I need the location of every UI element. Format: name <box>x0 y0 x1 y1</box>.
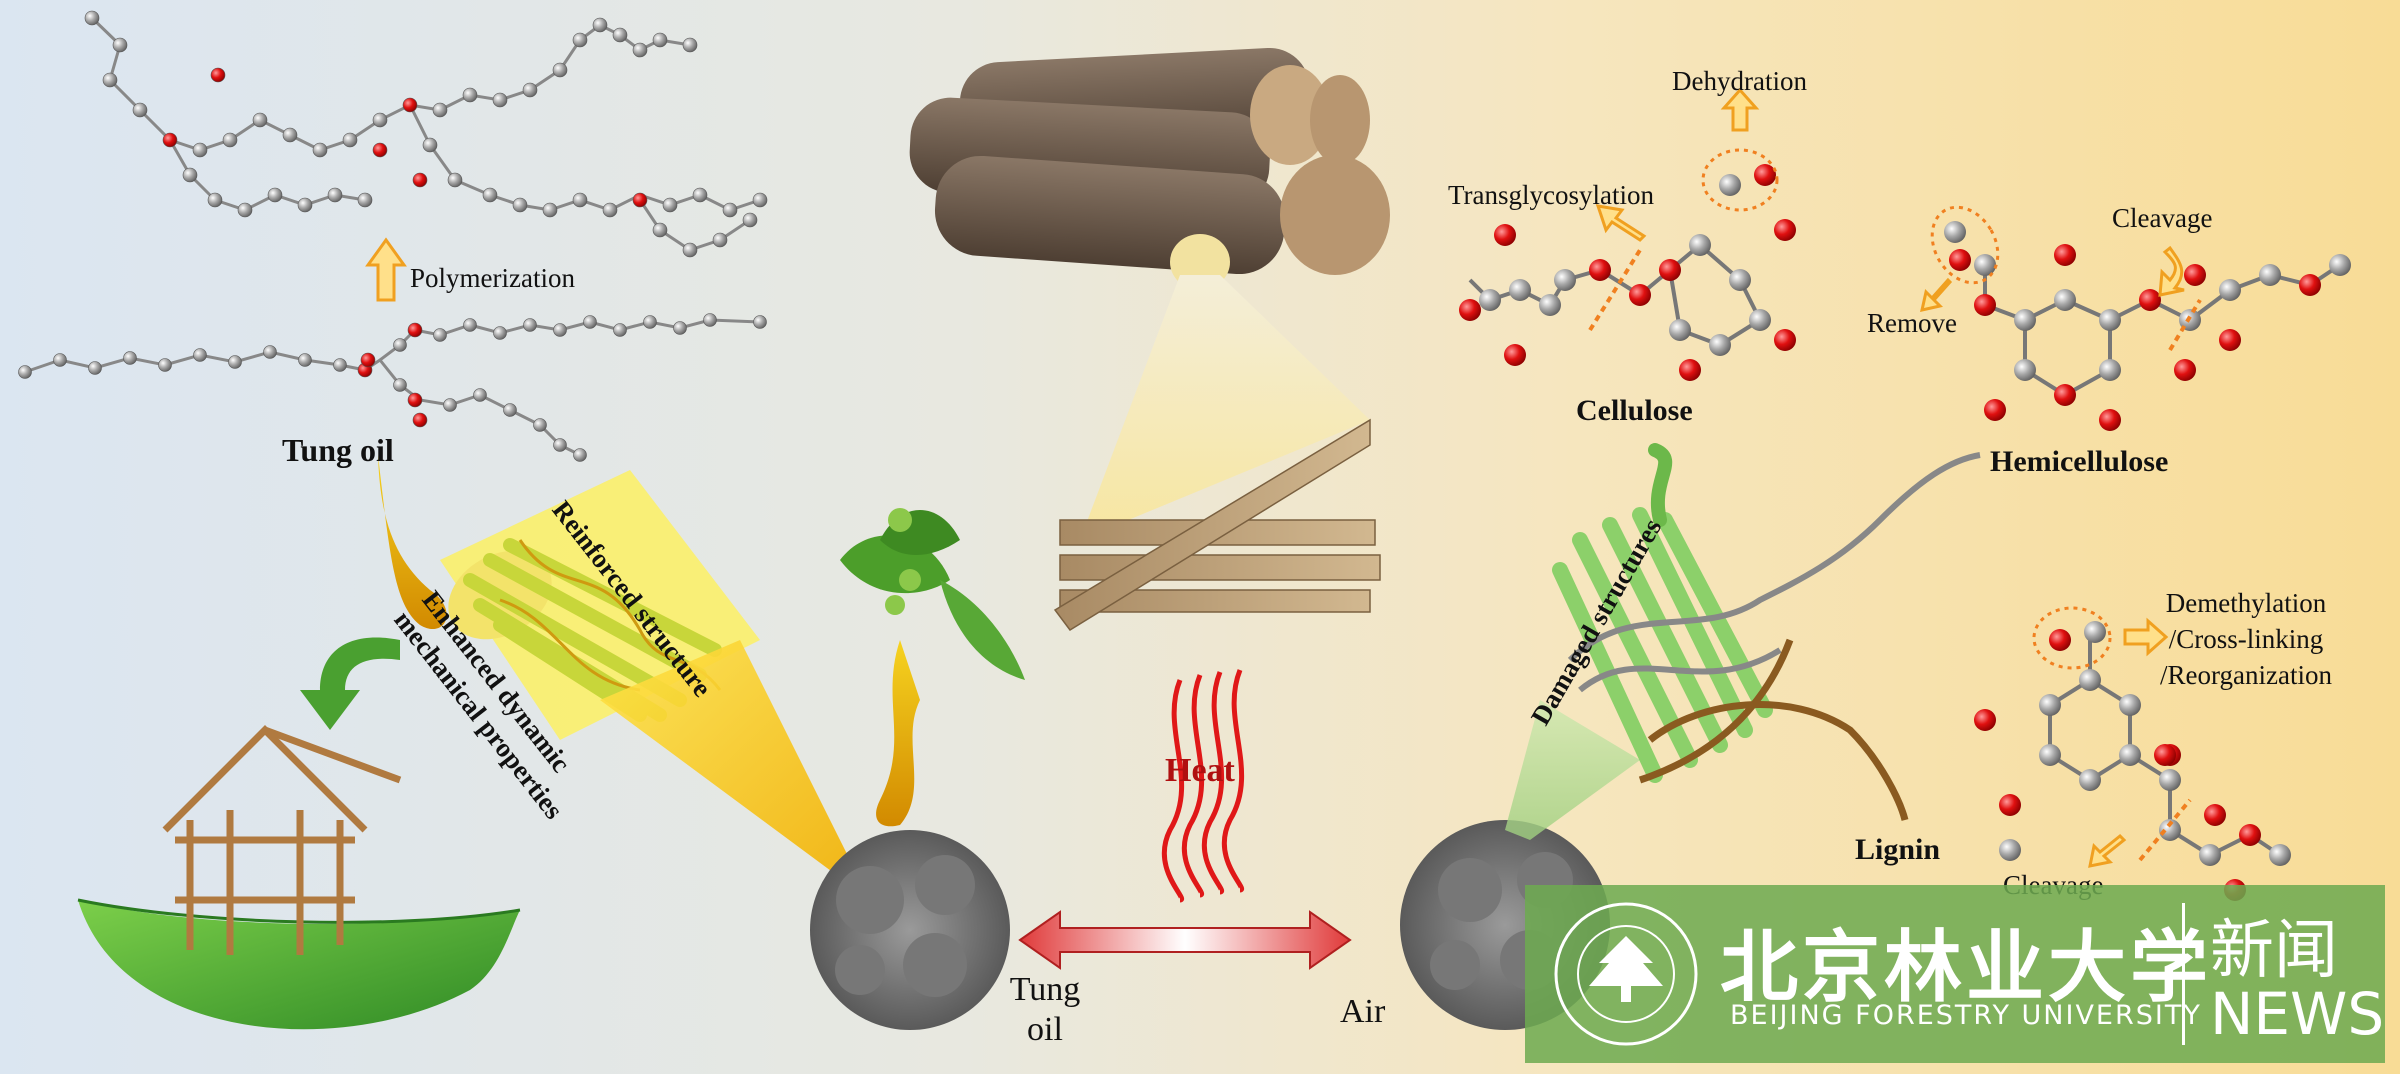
demethylation-label: Demethylation /Cross-linking /Reorganiza… <box>2160 585 2332 693</box>
demethylation-arrow <box>2123 617 2169 657</box>
university-news-watermark: 北京林业大学 BEIJING FORESTRY UNIVERSITY 新闻 NE… <box>1525 885 2385 1063</box>
remove-arrow <box>1920 277 1953 312</box>
demethylation-line-3: /Reorganization <box>2160 660 2332 690</box>
lignin-molecule <box>1974 606 2291 901</box>
air-label: Air <box>1340 993 1386 1030</box>
cellulose-molecule <box>1459 148 1796 381</box>
polymerization-label: Polymerization <box>410 263 575 293</box>
news-label-cn: 新闻 <box>2210 914 2338 988</box>
watermark-separator <box>2182 903 2185 1045</box>
wooden-house-on-leaf <box>77 725 521 1030</box>
oil-light-beam <box>600 640 860 885</box>
hemicellulose-molecule <box>1930 205 2351 431</box>
transglycosylation-label: Transglycosylation <box>1448 180 1655 210</box>
tung-oil-bottom-line-1: Tung <box>1009 971 1081 1008</box>
tung-plant <box>840 508 1025 827</box>
university-name-en: BEIJING FORESTRY UNIVERSITY <box>1730 1000 2202 1031</box>
university-name-cn: 北京林业大学 <box>1720 922 2213 1013</box>
cellulose-label: Cellulose <box>1576 394 1693 427</box>
sample-light-beam <box>1080 275 1370 540</box>
transglycosylation-arrow <box>1595 204 1647 242</box>
tung-oil-air-double-arrow <box>1018 910 1352 970</box>
tung-oil-label: Tung oil <box>282 432 394 468</box>
demethylation-line-1: Demethylation <box>2165 588 2327 618</box>
dehydration-label: Dehydration <box>1672 66 1807 96</box>
tung-oil-bottom-line-2: oil <box>1027 1011 1063 1048</box>
hemicellulose-label: Hemicellulose <box>1990 445 2169 478</box>
sem-tung-oil-treated <box>810 830 1010 1030</box>
wood-sticks <box>1053 418 1381 631</box>
heat-waves-icon <box>1161 669 1245 903</box>
tung-oil-molecule <box>18 313 767 462</box>
tung-oil-drop <box>378 455 447 630</box>
polymerized-tung-oil-molecule <box>84 10 768 258</box>
cleavage-top-arrow <box>2158 245 2185 297</box>
damaged-fibre-bundle <box>1505 443 1981 840</box>
polymerization-arrow <box>365 237 407 302</box>
demethylation-line-2: /Cross-linking <box>2168 624 2324 654</box>
cleavage-top-label: Cleavage <box>2112 203 2213 233</box>
cleavage-bottom-arrow <box>2088 833 2127 868</box>
tung-oil-bottom-label: Tung oil <box>995 970 1095 1050</box>
news-label-en: NEWS <box>2210 980 2385 1048</box>
heat-label: Heat <box>1165 752 1235 789</box>
lignin-label: Lignin <box>1855 833 1941 866</box>
green-curved-arrow <box>300 637 400 730</box>
dehydration-arrow <box>1720 87 1760 132</box>
wood-logs <box>909 47 1390 290</box>
remove-label: Remove <box>1867 308 1957 338</box>
university-seal-logo <box>1554 902 1698 1046</box>
